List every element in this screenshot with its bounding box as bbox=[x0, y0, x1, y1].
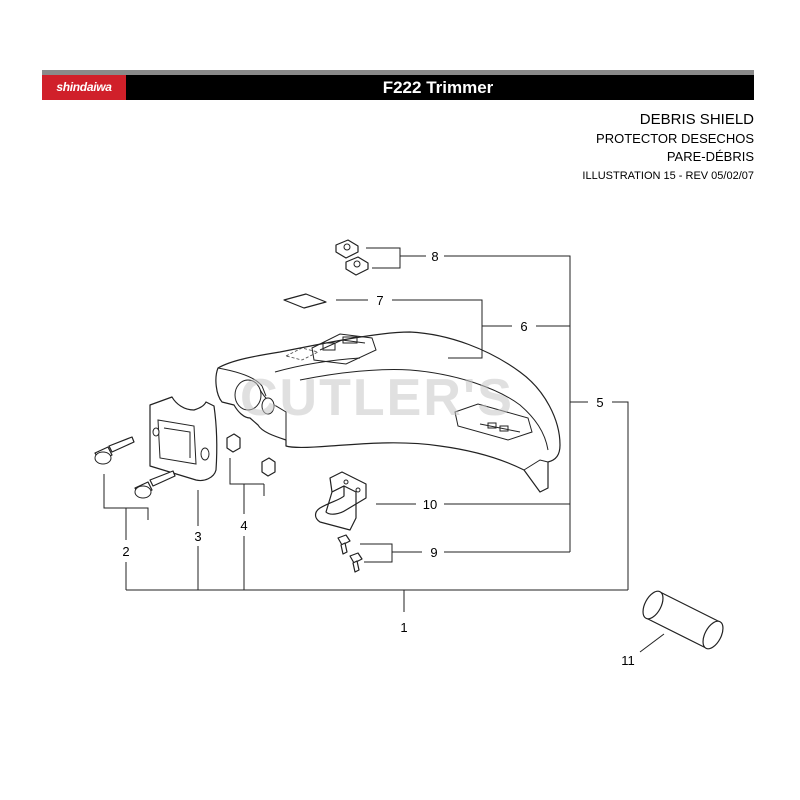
label-part-7 bbox=[283, 293, 327, 309]
header-band: shindaiwa F222 Trimmer bbox=[42, 70, 754, 100]
square-nuts-part-8 bbox=[335, 239, 369, 276]
callout-9: 9 bbox=[430, 545, 437, 560]
callout-11: 11 bbox=[621, 653, 635, 668]
screws-part-9 bbox=[337, 534, 363, 573]
callout-numbers: 1 2 3 4 5 6 7 8 9 10 11 bbox=[122, 249, 634, 668]
callout-7: 7 bbox=[376, 293, 383, 308]
model-title: F222 Trimmer bbox=[382, 78, 494, 97]
illustration-rev: ILLUSTRATION 15 - REV 05/02/07 bbox=[582, 170, 754, 182]
header-black-bar bbox=[122, 75, 754, 100]
leader-lines bbox=[103, 247, 665, 653]
title-block: DEBRIS SHIELD PROTECTOR DESECHOS PARE-DÉ… bbox=[582, 110, 754, 186]
callout-1: 1 bbox=[400, 620, 407, 635]
callout-5: 5 bbox=[596, 395, 603, 410]
bolts-part-2 bbox=[94, 436, 176, 499]
title-french: PARE-DÉBRIS bbox=[666, 149, 754, 164]
sleeve-part-11 bbox=[642, 590, 724, 650]
callout-3: 3 bbox=[194, 529, 201, 544]
callout-2: 2 bbox=[122, 544, 129, 559]
header-grey-stripe bbox=[42, 70, 754, 75]
watermark-text: CUTLER'S bbox=[240, 369, 514, 427]
brand-logo: shindaiwa bbox=[42, 75, 126, 100]
nuts-part-4 bbox=[226, 433, 276, 477]
title-spanish: PROTECTOR DESECHOS bbox=[596, 131, 754, 146]
callout-4: 4 bbox=[240, 518, 247, 533]
callout-6: 6 bbox=[520, 319, 527, 334]
callout-10: 10 bbox=[423, 497, 437, 512]
clamp-part-3 bbox=[149, 396, 218, 482]
bracket-part-10 bbox=[314, 471, 367, 531]
title-english: DEBRIS SHIELD bbox=[639, 111, 754, 128]
debris-shield-part bbox=[215, 331, 561, 493]
callout-8: 8 bbox=[431, 249, 438, 264]
